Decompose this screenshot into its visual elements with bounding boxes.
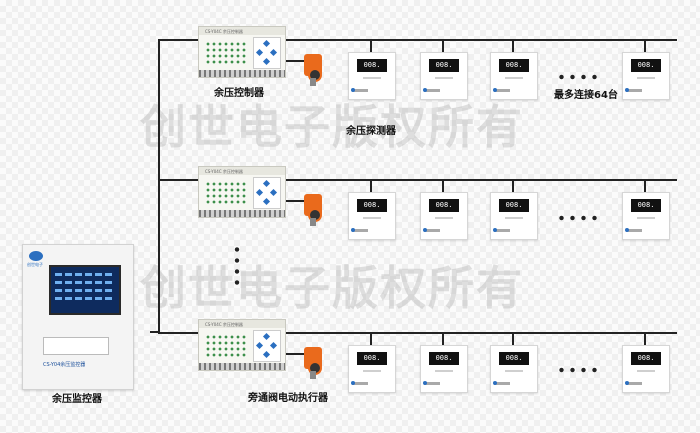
row3-bus [158, 332, 677, 334]
row2-bus [158, 179, 677, 181]
detector: 008. [348, 52, 396, 100]
detector-reading: 008. [429, 352, 459, 365]
detector-reading: 008. [499, 59, 529, 72]
max-connect-label: 最多连接64台 [554, 90, 618, 101]
bus-monitor-link [150, 331, 160, 333]
controller-model: CS-Y04C 余压控制器 [205, 169, 243, 174]
controller-label: 余压控制器 [214, 88, 264, 99]
more-controllers-dots [234, 244, 240, 290]
detector: 008. [348, 345, 396, 393]
controller-model: CS-Y04C 余压控制器 [205, 29, 243, 34]
detector: 008. [490, 192, 538, 240]
keypad [253, 177, 281, 209]
detector: 008. [420, 345, 468, 393]
valve-wire [284, 353, 306, 355]
drop [442, 39, 444, 53]
drop [442, 179, 444, 193]
keypad [253, 330, 281, 362]
valve-wire [284, 60, 306, 62]
bypass-actuator-label: 旁通阀电动执行器 [248, 393, 328, 404]
detector-reading: 008. [499, 352, 529, 365]
bus-vertical [158, 39, 160, 332]
watermark-top: 创世电子版权所有 [140, 100, 524, 154]
drop [512, 332, 514, 346]
detector: 008. [490, 52, 538, 100]
controller-1: CS-Y04C 余压控制器 [198, 26, 286, 78]
drop [370, 332, 372, 346]
drop [512, 39, 514, 53]
brand-logo [29, 251, 43, 261]
drop [644, 179, 646, 193]
drop [370, 179, 372, 193]
detector-reading: 008. [357, 199, 387, 212]
drop [370, 39, 372, 53]
detector-reading: 008. [499, 199, 529, 212]
drop [644, 39, 646, 53]
row1-bus [158, 39, 677, 41]
monitor-screen [49, 265, 121, 315]
detector: 008. [420, 192, 468, 240]
detector-reading: 008. [429, 59, 459, 72]
detector: 008. [348, 192, 396, 240]
drop [512, 179, 514, 193]
detector: 008. [490, 345, 538, 393]
controller-3: CS-Y04C 余压控制器 [198, 319, 286, 371]
monitor-label: 余压监控器 [52, 394, 102, 405]
ellipsis-dots [556, 367, 600, 373]
brand-text: 创世电子 [27, 262, 43, 267]
keypad [253, 37, 281, 69]
detector-reading: 008. [429, 199, 459, 212]
detector: 008. [622, 345, 670, 393]
valve-actuator-2 [304, 194, 322, 226]
detector-reading: 008. [631, 59, 661, 72]
panel-name: CS-Y04余压监控器 [43, 362, 86, 368]
detector: 008. [622, 52, 670, 100]
controller-model: CS-Y04C 余压控制器 [205, 322, 243, 327]
detector-reading: 008. [357, 352, 387, 365]
detector: 008. [622, 192, 670, 240]
valve-actuator-1 [304, 54, 322, 86]
diagram-canvas: 创世电子版权所有 创世电子版权所有 创世电子 CS-Y04余压监控器 余压监控器… [18, 26, 682, 408]
drop [442, 332, 444, 346]
valve-wire [284, 200, 306, 202]
detector-reading: 008. [357, 59, 387, 72]
detector-reading: 008. [631, 199, 661, 212]
valve-actuator-3 [304, 347, 322, 379]
watermark-bottom: 创世电子版权所有 [140, 261, 524, 315]
ellipsis-dots [556, 74, 600, 80]
ellipsis-dots [556, 215, 600, 221]
controller-2: CS-Y04C 余压控制器 [198, 166, 286, 218]
detector: 008. [420, 52, 468, 100]
detector-reading: 008. [631, 352, 661, 365]
pressure-monitor-panel: 创世电子 CS-Y04余压监控器 [22, 244, 134, 390]
drop [644, 332, 646, 346]
printer-slot [43, 337, 109, 355]
detector-label: 余压探测器 [346, 126, 396, 137]
